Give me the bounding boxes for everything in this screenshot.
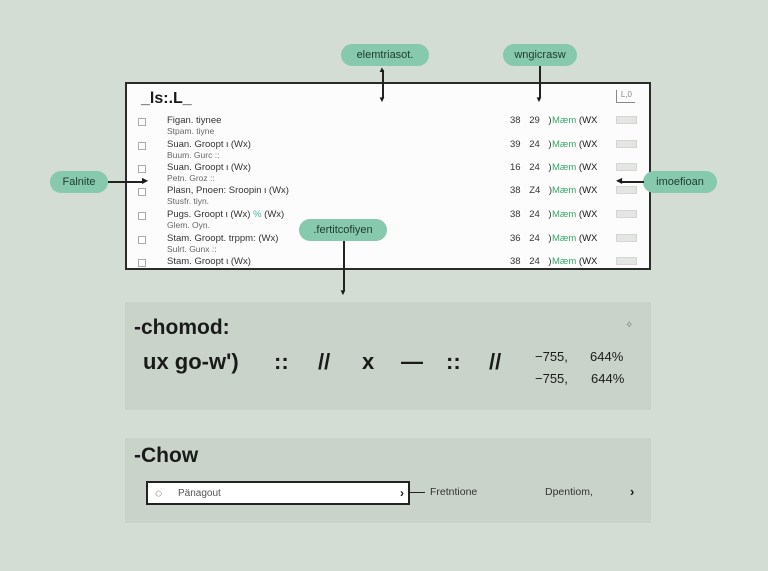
arrow-line: [410, 492, 425, 493]
list-panel: _ls:.L_ L,0 Figan. tiynee Stpam. tiyne 3…: [125, 82, 651, 270]
token: ::: [274, 349, 289, 374]
row-primary: Suan. Groopt ι (Wx): [167, 162, 251, 173]
table-row[interactable]: Suan. Groopt ι (Wx) Petn. Groz :: 16 24 …: [127, 162, 649, 186]
option-label[interactable]: Dpentiom,: [545, 486, 593, 498]
token: //: [318, 349, 331, 374]
row-checkbox[interactable]: [138, 212, 146, 220]
table-row[interactable]: Plasn, Pnoen: Sroopin ι (Wx) Stusfr. tiy…: [127, 185, 649, 209]
arrow-down-icon: ▼: [535, 95, 543, 104]
row-primary: Figan. tiynee: [167, 115, 222, 126]
row-primary: Suan. Groopt ι (Wx): [167, 139, 251, 150]
row-number: 16 24 ): [510, 162, 552, 173]
arrow-line: [382, 70, 384, 98]
section-heading: -chomod:: [134, 316, 230, 339]
callout-top-left: elemtriasot.: [341, 44, 429, 66]
row-secondary: Glem. Oyn.: [167, 220, 210, 230]
row-action-button[interactable]: [616, 234, 637, 242]
input-value: Pänagout: [178, 488, 221, 499]
token: //: [489, 349, 502, 374]
token: —: [401, 349, 423, 374]
token: ux go-w'): [143, 349, 239, 374]
row-action-button[interactable]: [616, 210, 637, 218]
arrow-right-icon: ▶: [142, 176, 149, 185]
row-number: 38 Z4 ): [510, 185, 553, 196]
row-action-button[interactable]: [616, 257, 637, 265]
arrow-line: [108, 181, 144, 183]
arrow-down-icon: ▼: [339, 288, 347, 297]
row-tag: Mæm (WX: [552, 162, 598, 173]
row-checkbox[interactable]: [138, 188, 146, 196]
chevron-right-icon[interactable]: ›: [400, 486, 404, 500]
search-input[interactable]: ◌ Pänagout ›: [146, 481, 410, 505]
row-action-button[interactable]: [616, 140, 637, 148]
value: 644%: [590, 349, 624, 364]
row-secondary: Sulrt. Gunx ::: [167, 244, 217, 254]
row-tag: Mæm (WX: [552, 139, 598, 150]
table-row[interactable]: Suan. Groopt ι (Wx) Buum. Gurc :: 39 24 …: [127, 139, 649, 163]
arrow-up-icon: ▲: [378, 65, 386, 74]
table-row[interactable]: Figan. tiynee Stpam. tiyne 38 29 ) Mæm (…: [127, 115, 649, 139]
row-number: 38 24 ): [510, 209, 552, 220]
corner-label: L,0: [615, 90, 635, 103]
row-number: 36 24 ): [510, 233, 552, 244]
row-checkbox[interactable]: [138, 118, 146, 126]
panel-title: _ls:.L_: [141, 90, 192, 107]
value: 644%: [591, 371, 625, 386]
row-primary: Plasn, Pnoen: Sroopin ι (Wx): [167, 185, 289, 196]
row-primary: Stam. Groopt. trppm: (Wx): [167, 233, 279, 244]
circle-icon: ◌: [155, 486, 163, 500]
row-primary: Pugs. Groopt ι (Wx) % (Wx): [167, 209, 285, 220]
row-secondary: Petn. Groz ::: [167, 173, 215, 183]
row-number: 38 24 ): [510, 256, 552, 267]
row-primary: Stam. Groopt ι (Wx): [167, 256, 251, 267]
row-secondary: Stusfr. tiyn.: [167, 196, 210, 206]
row-checkbox[interactable]: [138, 259, 146, 267]
row-checkbox[interactable]: [138, 236, 146, 244]
row-tag: Mæm (WX: [552, 115, 598, 126]
row-checkbox[interactable]: [138, 165, 146, 173]
value: −755,: [535, 371, 568, 386]
table-row[interactable]: Pugs. Groopt ι (Wx) % (Wx) Glem. Oyn. 38…: [127, 209, 649, 233]
section-chomod: [125, 302, 651, 410]
arrow-down-icon: ▼: [378, 95, 386, 104]
value: −755,: [535, 349, 568, 364]
arrow-line: [622, 181, 644, 183]
sparkle-icon: ✧: [625, 320, 634, 331]
row-checkbox[interactable]: [138, 142, 146, 150]
row-number: 39 24 ): [510, 139, 552, 150]
callout-left: Falnite: [50, 171, 108, 193]
section-chow: [125, 438, 651, 523]
token: x: [362, 349, 375, 374]
next-label[interactable]: Fretntione: [430, 486, 478, 498]
row-action-button[interactable]: [616, 186, 637, 194]
arrow-line: [539, 66, 541, 98]
table-row[interactable]: Stam. Groopt. trppm: (Wx) Sulrt. Gunx ::…: [127, 233, 649, 257]
row-tag: Mæm (WX: [552, 256, 598, 267]
row-secondary: Stpam. tiyne: [167, 126, 215, 136]
callout-right: imoefioan: [643, 171, 717, 193]
row-secondary: Buum. Gurc ::: [167, 150, 220, 160]
arrow-left-icon: ◀: [616, 176, 623, 185]
arrow-line: [343, 241, 345, 291]
row-action-button[interactable]: [616, 116, 637, 124]
section-heading: -Chow: [134, 444, 199, 467]
row-number: 38 29 ): [510, 115, 552, 126]
chevron-right-icon[interactable]: ›: [630, 484, 635, 499]
row-action-button[interactable]: [616, 163, 637, 171]
callout-middle: .fertitcofiyen: [299, 219, 387, 241]
table-row[interactable]: Stam. Groopt ι (Wx) 38 24 ) Mæm (WX: [127, 256, 649, 280]
token: ::: [446, 349, 461, 374]
row-tag: Mæm (WX: [552, 209, 598, 220]
row-tag: Mæm (WX: [552, 185, 598, 196]
callout-top-right: wngicrasw: [503, 44, 577, 66]
row-tag: Mæm (WX: [552, 233, 598, 244]
